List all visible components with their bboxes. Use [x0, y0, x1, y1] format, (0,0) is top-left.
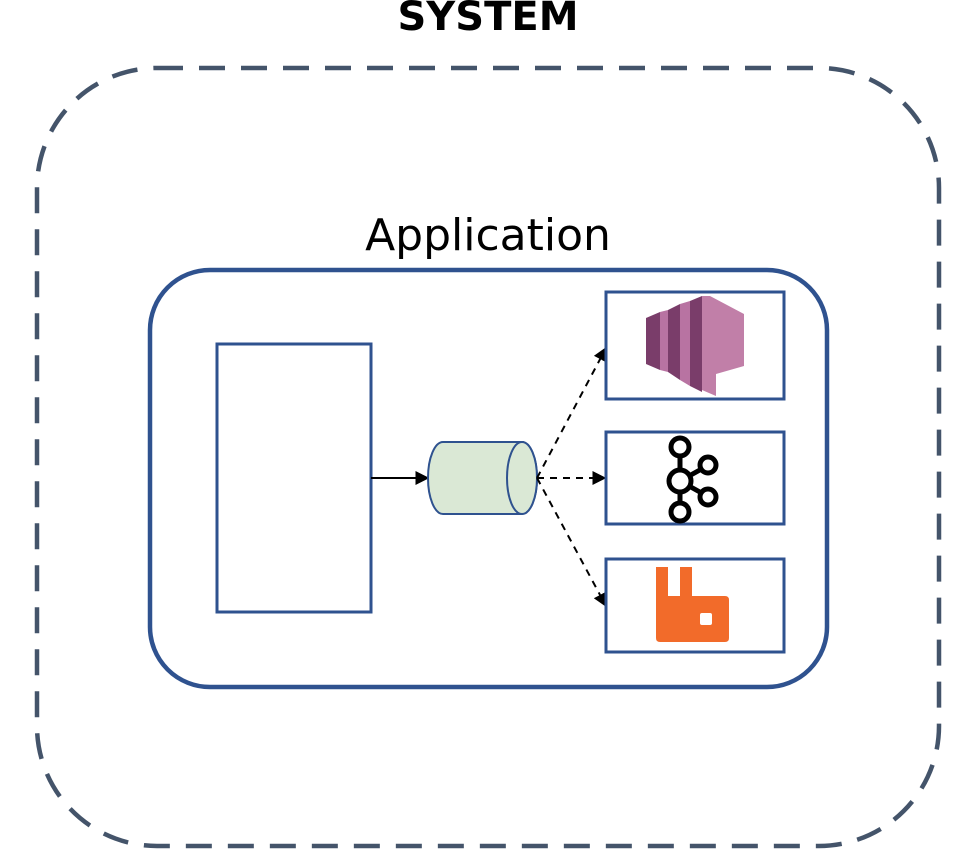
queue-to-rabbitmq-arrow: [536, 477, 607, 608]
service-box: [215, 342, 373, 614]
application-label: Application: [365, 210, 611, 261]
kafka-box: [604, 430, 786, 526]
rabbitmq-icon: [656, 567, 729, 642]
apache-kafka-icon: [666, 435, 719, 524]
system-title: SYSTEM: [398, 0, 579, 40]
aws-sns-icon: [646, 296, 744, 396]
system-boundary: [34, 65, 942, 849]
queue-to-sns-arrow: [536, 346, 607, 479]
queue-cylinder: [427, 441, 538, 515]
application-boundary: [147, 267, 830, 690]
